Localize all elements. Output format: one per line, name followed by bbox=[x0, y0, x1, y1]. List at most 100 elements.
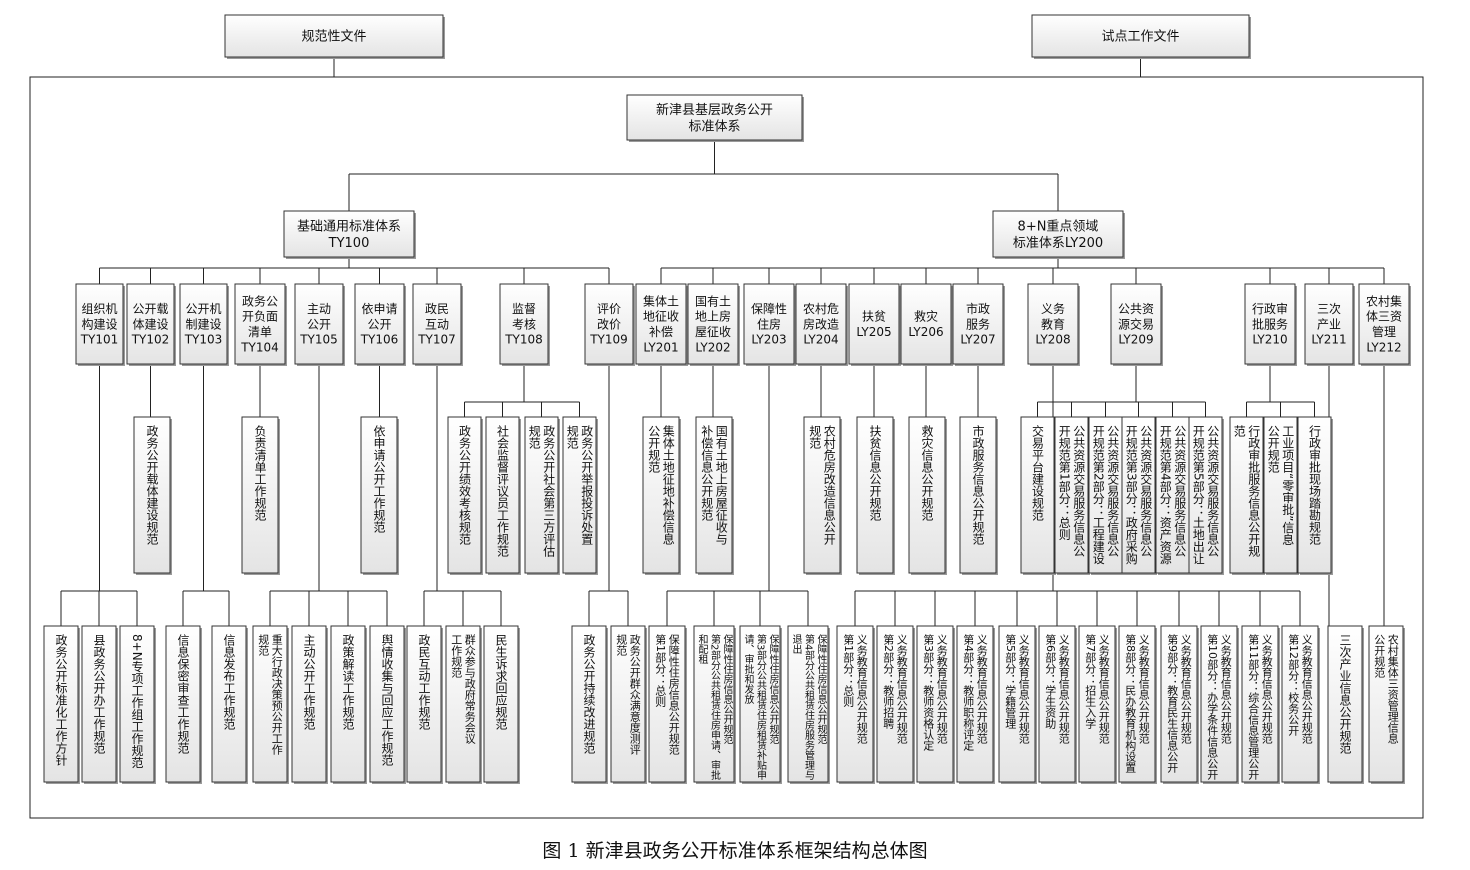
mid-m206: 救灾信息公开规范 bbox=[908, 416, 947, 575]
mid-m108d-box bbox=[562, 416, 597, 574]
bottom-b208j-box bbox=[1200, 625, 1238, 783]
level2-TY107-box bbox=[412, 283, 462, 365]
mid-m108c-box bbox=[524, 416, 559, 574]
bottom-b212-col: 农村集体三资管理信息 bbox=[1386, 633, 1399, 744]
bottom-b203d-col: 退出 bbox=[790, 634, 802, 654]
bottom-b101b-col: 县政务公开办工作规范 bbox=[92, 634, 106, 755]
mid-m210b-box bbox=[1263, 416, 1298, 574]
mid-m210b-col: 工业项目“零审批”信息 bbox=[1281, 425, 1295, 545]
level2-LY208-line: 义务 bbox=[1041, 301, 1065, 316]
bottom-b208a-col: 第1部分：总则 bbox=[842, 633, 855, 708]
bottom-b208i-col: 义务教育信息公开规范 bbox=[1179, 634, 1192, 744]
bottom-b107a: 政民互动工作规范 bbox=[406, 625, 443, 784]
mid-m209f-col: 公共资源交易服务信息公 bbox=[1206, 425, 1220, 557]
bottom-b107c-box bbox=[483, 625, 519, 783]
bottom-b212-col: 公开规范 bbox=[1373, 634, 1386, 678]
mid-m209c-col: 公共资源交易服务信息公 bbox=[1106, 425, 1120, 557]
level2-LY205-line: 扶贫 bbox=[862, 309, 886, 324]
level2-LY201-box bbox=[635, 283, 687, 365]
level2-TY106-line: 依申请 bbox=[361, 301, 397, 316]
bottom-b208k-box bbox=[1241, 625, 1279, 783]
level2-LY204-line: 房改造 bbox=[803, 316, 839, 331]
bottom-b203a-col: 第1部分：总则 bbox=[654, 633, 667, 708]
bottom-b208b-box bbox=[876, 625, 914, 783]
mid-m102-col: 政务公开载体建设规范 bbox=[145, 425, 159, 546]
level2-TY106-line: TY106 bbox=[360, 333, 399, 347]
mid-m201-col: 公开规范 bbox=[647, 425, 661, 474]
bottom-b105b-col: 主动公开工作规范 bbox=[302, 634, 316, 731]
bottom-b208c-box bbox=[916, 625, 954, 783]
bottom-b203b-col: 第2部分公共租赁住房申请、审批 bbox=[709, 633, 721, 781]
bottom-b203b-box bbox=[693, 625, 735, 783]
bottom-b208e-col: 义务教育信息公开规范 bbox=[1017, 634, 1030, 744]
level1-TY100-box bbox=[283, 210, 415, 258]
mid-m209b-col: 公共资源交易服务信息公 bbox=[1072, 425, 1086, 557]
mid-m201-box bbox=[642, 416, 680, 574]
level1-TY100-line: 基础通用标准体系 bbox=[297, 219, 401, 234]
mid-m209c-col: 开规范第2部分：工程建设 bbox=[1091, 425, 1105, 565]
level2-LY208-line: LY208 bbox=[1035, 333, 1070, 347]
level2-TY108-line: TY108 bbox=[504, 333, 543, 347]
level2-LY206-line: LY206 bbox=[908, 325, 943, 339]
mid-m108b-col: 社会监督评议员工作规范 bbox=[496, 424, 510, 558]
bottom-b203a-col: 保障性住房信息公开规范 bbox=[667, 633, 680, 755]
bottom-b105a-col: 重大行政决策预公开工作 bbox=[270, 633, 283, 755]
level2-LY210-line: 行政审 bbox=[1252, 301, 1288, 316]
bottom-b203d-col: 保障性住房信息公开规范 bbox=[815, 633, 827, 744]
top-doc-guifan: 规范性文件 bbox=[224, 14, 445, 59]
mid-m204-box bbox=[803, 416, 841, 574]
mid-m209e-col: 公共资源交易服务信息公 bbox=[1173, 425, 1187, 557]
top-doc-guifan-box bbox=[224, 14, 444, 58]
level2-LY211-box bbox=[1304, 283, 1354, 365]
top-doc-shidian-line: 试点工作文件 bbox=[1101, 30, 1179, 45]
bottom-b208j-col: 第10部分：办学条件信息公开 bbox=[1206, 633, 1219, 781]
bottom-b208h-col: 义务教育信息公开规范 bbox=[1137, 634, 1150, 744]
bottom-b101a-col: 政务公开标准化工作方针 bbox=[54, 634, 68, 766]
level2-TY108-box bbox=[499, 283, 549, 365]
level2-LY202-line: LY202 bbox=[695, 340, 730, 354]
bottom-b109b-col: 政务公开群众满意度测评 bbox=[628, 633, 641, 756]
bottom-b105c-box bbox=[330, 625, 366, 783]
connector-lines bbox=[60, 57, 1385, 626]
level2-TY106-box bbox=[354, 283, 405, 365]
level2-LY201-line: 补偿 bbox=[649, 324, 673, 339]
level2-TY103-line: 公开机 bbox=[185, 302, 221, 316]
level2-LY206-line: 救灾 bbox=[914, 309, 938, 324]
mid-m209b-box bbox=[1054, 416, 1089, 574]
level2-LY205-line: LY205 bbox=[856, 325, 891, 339]
level2-TY104-line: 清单 bbox=[248, 325, 272, 339]
mid-m202-col: 国有土地上房屋征收与 bbox=[714, 425, 728, 545]
bottom-b105d-box bbox=[369, 625, 405, 783]
bottom-b208e-box bbox=[998, 625, 1036, 783]
bottom-b208d-col: 第4部分：教师职称评定 bbox=[962, 633, 975, 752]
mid-m210b: 工业项目“零审批”信息公开规范 bbox=[1263, 416, 1299, 575]
bottom-b109a-col: 政务公开持续改进规范 bbox=[582, 634, 596, 755]
bottom-b107c: 民生诉求回应规范 bbox=[483, 625, 520, 784]
level2-LY202-line: 屋征收 bbox=[695, 325, 731, 339]
level2-LY211-line: 三次 bbox=[1317, 302, 1341, 316]
mid-m201-col: 集体土地征地补偿信息 bbox=[661, 424, 675, 545]
level2-LY212-line: LY212 bbox=[1366, 340, 1401, 354]
bottom-b101c-col: 8+N专项工作组工作规范 bbox=[130, 634, 144, 769]
level2-LY201-line: 地征收 bbox=[643, 310, 679, 324]
mid-m209a-box bbox=[1020, 416, 1055, 574]
bottom-b103a-box bbox=[165, 625, 201, 783]
mid-m202-col: 补偿信息公开规范 bbox=[700, 425, 714, 522]
